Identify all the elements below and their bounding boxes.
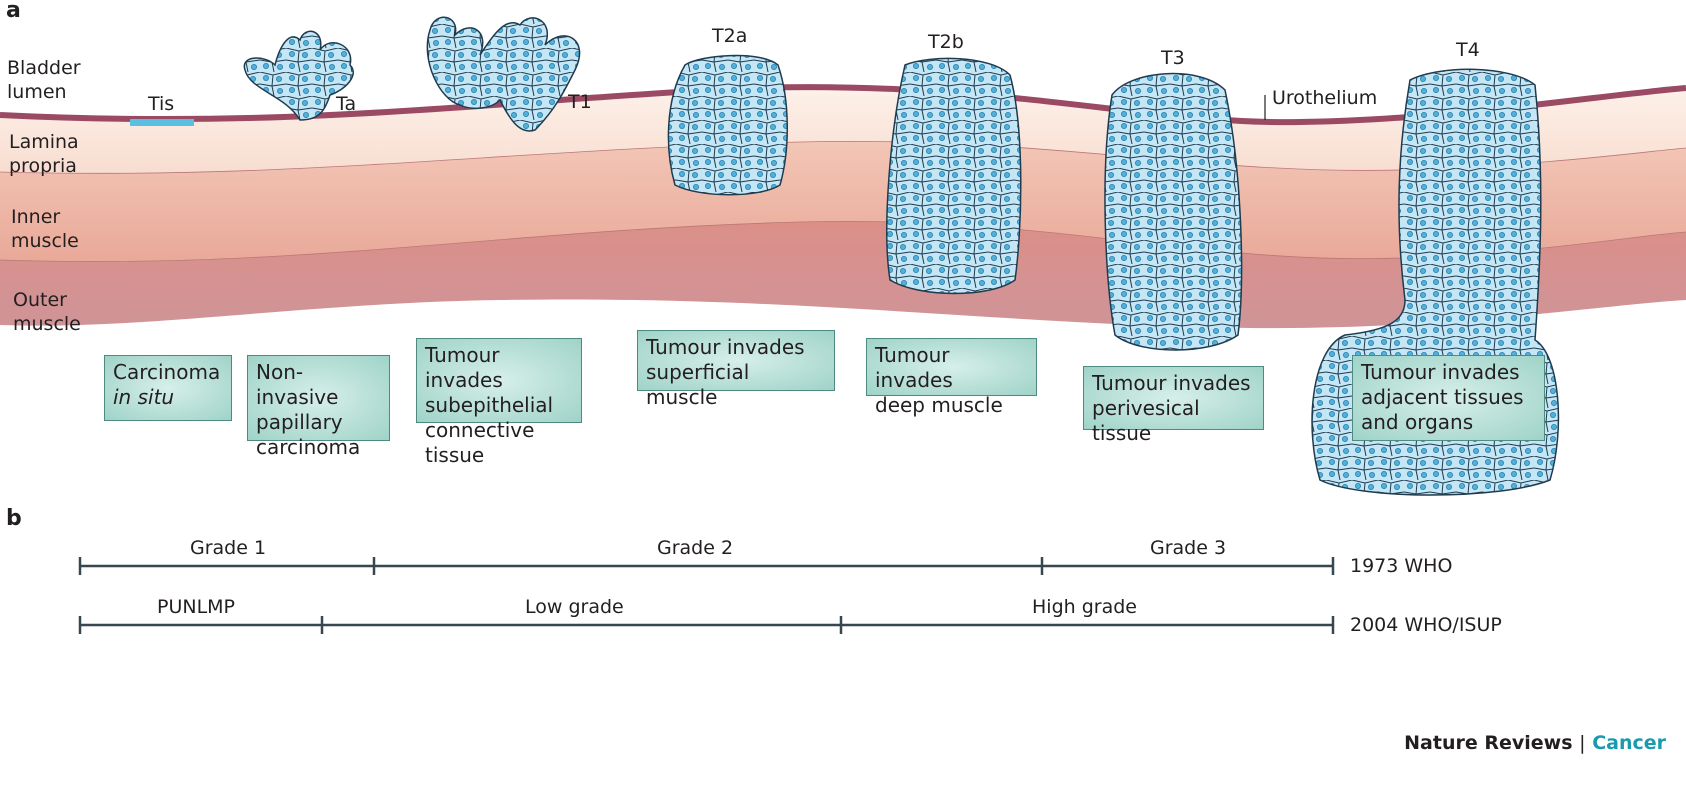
- grade-1-label: Grade 1: [190, 537, 267, 559]
- text: lumen: [7, 81, 67, 103]
- tumour-t2a: [667, 54, 788, 196]
- text: Lamina: [9, 131, 79, 153]
- separator: |: [1579, 732, 1586, 754]
- text: Bladder: [7, 57, 81, 79]
- who-1973-label: 1973 WHO: [1350, 555, 1453, 577]
- text: Tumour invades: [1361, 360, 1520, 384]
- stage-label-ta: Ta: [336, 93, 357, 115]
- text: adjacent tissues: [1361, 385, 1524, 409]
- tis-segment: [130, 119, 194, 126]
- text: papillary: [256, 410, 343, 434]
- text: Carcinoma: [113, 360, 221, 384]
- stage-label-t2b: T2b: [928, 31, 964, 53]
- text: muscle: [13, 313, 81, 335]
- text: Tumour invades: [1092, 371, 1251, 395]
- text: Tumour invades: [875, 343, 953, 392]
- inner-muscle-layer: [0, 141, 1686, 262]
- stage-label-t2a: T2a: [712, 25, 748, 47]
- text: propria: [9, 155, 77, 177]
- text: and organs: [1361, 410, 1474, 434]
- stage-label-t4: T4: [1456, 39, 1480, 61]
- text: carcinoma: [256, 435, 361, 459]
- tumour-t3: [1104, 72, 1243, 351]
- journal-name: Nature Reviews: [1404, 732, 1573, 754]
- text: Tumour invades: [425, 343, 503, 392]
- text: Tumour invades: [646, 335, 805, 359]
- urothelium-label: Urothelium: [1272, 87, 1378, 109]
- high-grade-label: High grade: [1032, 596, 1137, 618]
- text: muscle: [11, 230, 79, 252]
- text: subepithelial: [425, 393, 554, 417]
- text: connective tissue: [425, 418, 535, 467]
- lamina-propria-layer: [0, 87, 1686, 174]
- text: perivesical tissue: [1092, 396, 1200, 445]
- journal-section: Cancer: [1592, 732, 1666, 754]
- outer-muscle-layer: [0, 221, 1686, 329]
- who-2004-isup-label: 2004 WHO/ISUP: [1350, 614, 1502, 636]
- text: superficial muscle: [646, 360, 750, 409]
- low-grade-label: Low grade: [525, 596, 624, 618]
- text: Outer: [13, 289, 67, 311]
- text: Inner: [11, 206, 61, 228]
- grade-2-label: Grade 2: [657, 537, 734, 559]
- stage-label-tis: Tis: [148, 93, 175, 115]
- text: deep muscle: [875, 393, 1003, 417]
- stage-label-t1: T1: [568, 91, 592, 113]
- stage-label-t3: T3: [1161, 47, 1185, 69]
- journal-credit: Nature Reviews | Cancer: [1404, 732, 1666, 754]
- tumour-t2b: [886, 57, 1022, 295]
- panel-a-label: a: [6, 0, 21, 23]
- text: Non-invasive: [256, 360, 339, 409]
- text: in situ: [113, 385, 175, 409]
- tumour-t1: [426, 16, 581, 132]
- tumour-ta: [243, 30, 354, 121]
- panel-b-label: b: [6, 506, 22, 531]
- grade-3-label: Grade 3: [1150, 537, 1227, 559]
- punlmp-label: PUNLMP: [157, 596, 236, 618]
